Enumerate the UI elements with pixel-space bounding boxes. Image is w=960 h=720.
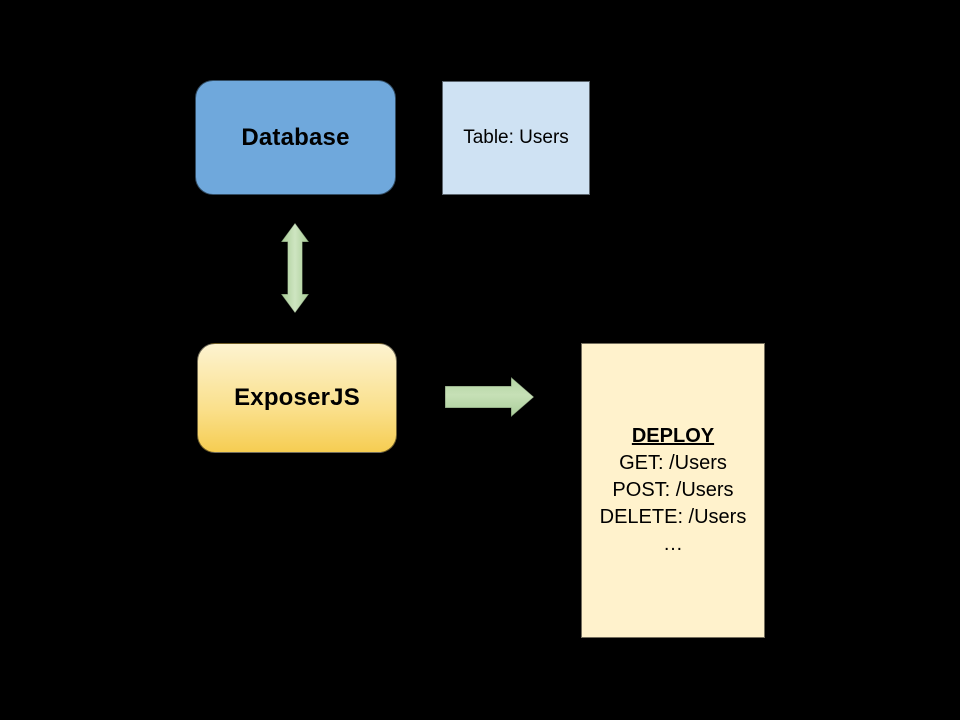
deploy-line-delete: DELETE: /Users — [599, 506, 747, 528]
deploy-line-get: GET: /Users — [619, 452, 727, 474]
double-arrow-icon — [280, 222, 310, 314]
database-label: Database — [241, 123, 350, 151]
right-arrow-icon — [445, 376, 535, 418]
deploy-line-ellipsis: … — [662, 533, 683, 555]
table-users-label: Table: Users — [463, 127, 569, 148]
database-node: Database — [195, 80, 396, 195]
deploy-endpoint-list: DEPLOY GET: /Users POST: /Users DELETE: … — [600, 423, 747, 558]
exposerjs-node: ExposerJS — [197, 343, 397, 453]
deploy-title: DEPLOY — [631, 425, 715, 447]
deploy-node: DEPLOY GET: /Users POST: /Users DELETE: … — [581, 343, 765, 638]
exposerjs-label: ExposerJS — [234, 384, 360, 411]
table-users-node: Table: Users — [442, 81, 590, 195]
deploy-line-post: POST: /Users — [612, 479, 734, 501]
